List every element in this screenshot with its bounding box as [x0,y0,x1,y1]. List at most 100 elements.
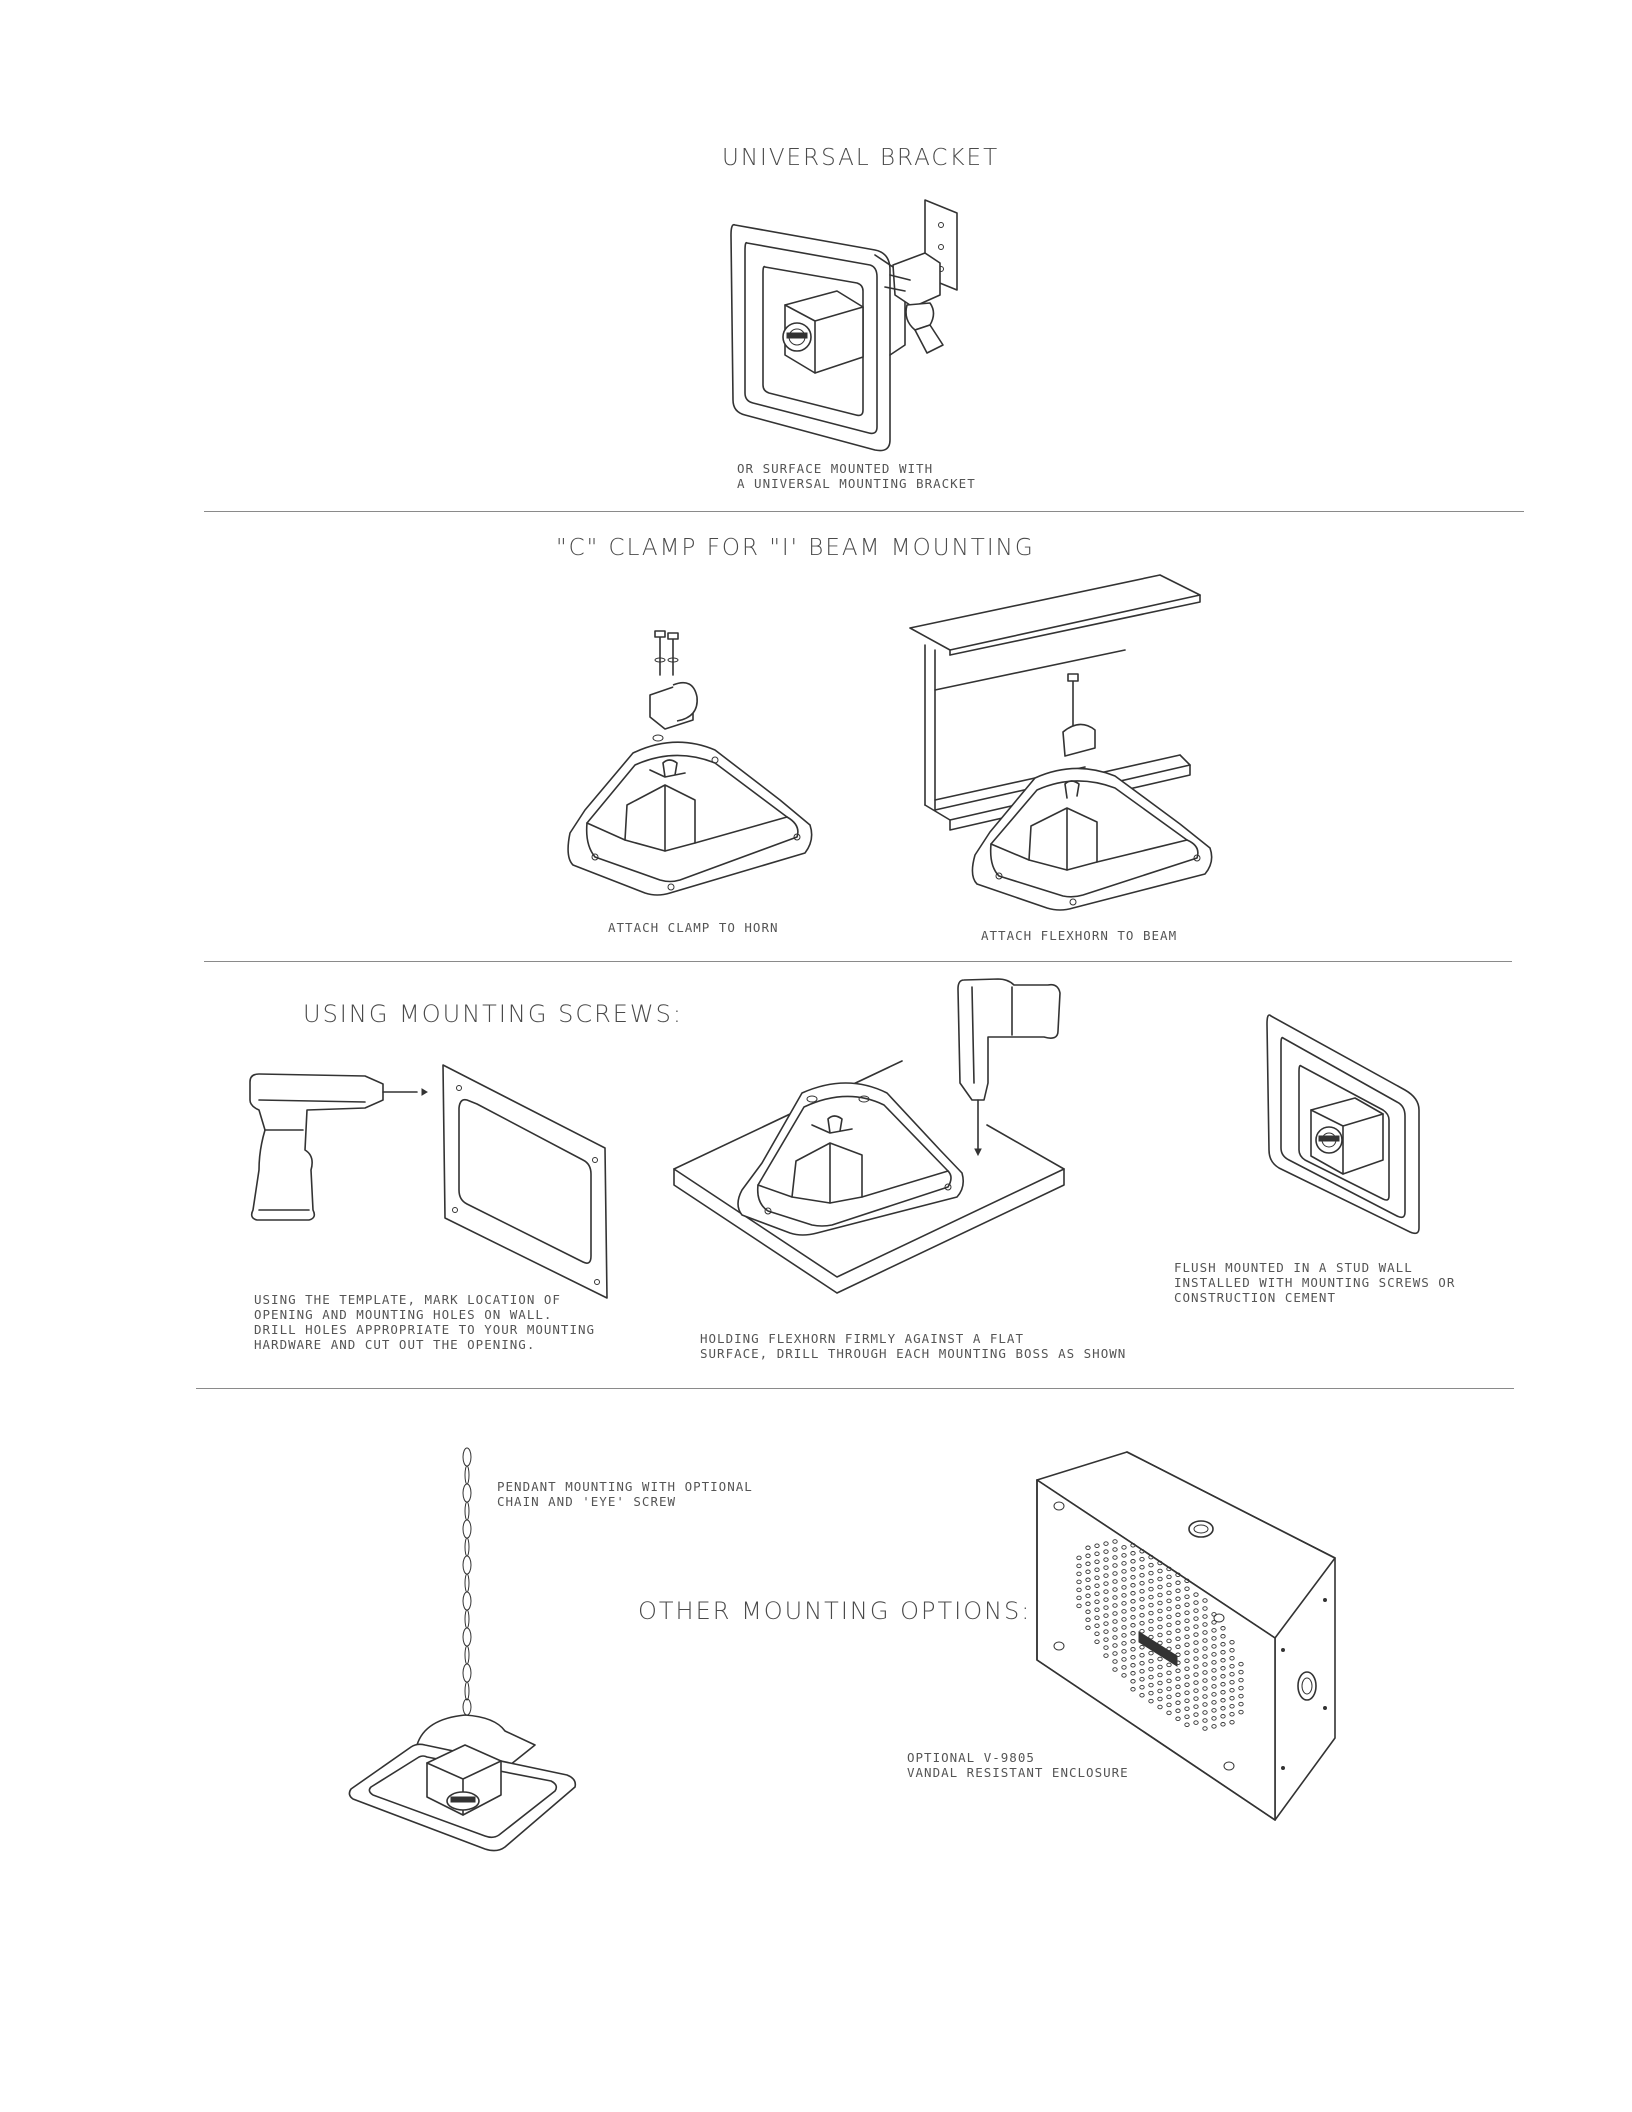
grille-hole [1211,1644,1217,1649]
grille-hole [1103,1541,1109,1546]
grille-hole [1220,1682,1226,1687]
grille-hole [1085,1593,1091,1599]
grille-hole [1166,1686,1172,1692]
grille-hole [1166,1574,1172,1580]
grille-hole [1211,1708,1217,1713]
grille-hole [1157,1704,1163,1710]
grille-hole [1130,1631,1136,1636]
grille-hole [1175,1684,1181,1690]
grille-hole [1130,1543,1136,1548]
universal-bracket-heading: UNIVERSAL BRACKET [722,145,1000,171]
grille-hole [1148,1690,1154,1696]
grille-hole [1121,1577,1127,1582]
grille-hole [1202,1694,1208,1699]
grille-hole [1184,1626,1190,1631]
grille-hole [1202,1646,1208,1651]
grille-hole [1148,1578,1154,1584]
grille-hole [1193,1616,1199,1621]
grille-hole [1220,1626,1226,1631]
grille-hole [1139,1660,1145,1666]
grille-hole [1220,1674,1226,1679]
grille-hole [1175,1620,1181,1626]
grille-hole [1121,1633,1127,1638]
grille-hole [1220,1658,1226,1663]
grille-hole [1193,1608,1199,1613]
grille-hole [1184,1666,1190,1671]
grille-hole [1103,1573,1109,1578]
mounting-screws-heading: USING MOUNTING SCREWS: [303,1000,683,1028]
grille-hole [1175,1628,1181,1634]
grille-hole [1085,1561,1091,1567]
drill-boss-caption: HOLDING FLEXHORN FIRMLY AGAINST A FLAT S… [700,1331,1127,1361]
grille-hole [1148,1610,1154,1616]
grille-hole [1139,1692,1145,1698]
grille-hole [1229,1719,1235,1725]
grille-hole [1103,1621,1109,1626]
attach-to-beam-illustration [909,574,1213,911]
grille-hole [1076,1595,1082,1601]
grille-hole [1103,1565,1109,1570]
grille-hole [1229,1711,1235,1717]
grille-hole [1175,1676,1181,1682]
grille-hole [1157,1608,1163,1614]
grille-hole [1166,1670,1172,1676]
grille-hole [1103,1581,1109,1586]
grille-hole [1121,1545,1127,1550]
grille-hole [1184,1610,1190,1615]
grille-hole [1211,1652,1217,1657]
grille-hole [1202,1662,1208,1667]
grille-hole [1202,1670,1208,1675]
grille-hole [1238,1685,1244,1691]
section-divider-3 [196,1388,1514,1389]
grille-hole [1085,1577,1091,1583]
grille-hole [1202,1678,1208,1683]
grille-hole [1175,1588,1181,1594]
grille-hole [1229,1639,1235,1645]
grille-hole [1211,1676,1217,1681]
grille-hole [1202,1630,1208,1635]
grille-hole [1202,1638,1208,1643]
grille-hole [1184,1586,1190,1591]
grille-hole [1157,1576,1163,1582]
grille-hole [1139,1652,1145,1658]
grille-hole [1238,1693,1244,1699]
grille-hole [1112,1627,1118,1632]
grille-hole [1148,1602,1154,1608]
grille-hole [1202,1614,1208,1619]
grille-hole [1085,1545,1091,1551]
grille-hole [1094,1623,1100,1628]
grille-hole [1175,1636,1181,1642]
grille-hole [1085,1625,1091,1631]
grille-hole [1130,1559,1136,1564]
grille-hole [1121,1609,1127,1614]
grille-hole [1112,1611,1118,1616]
grille-hole [1103,1629,1109,1634]
grille-hole [1157,1656,1163,1662]
grille-hole [1184,1602,1190,1607]
grille-hole [1229,1655,1235,1661]
grille-hole [1148,1618,1154,1624]
grille-hole [1121,1561,1127,1566]
grille-hole [1175,1716,1181,1722]
grille-hole [1175,1668,1181,1674]
grille-hole [1121,1553,1127,1558]
grille-hole [1112,1563,1118,1568]
grille-hole [1157,1560,1163,1566]
grille-hole [1184,1690,1190,1695]
grille-hole [1112,1635,1118,1640]
grille-hole [1121,1569,1127,1574]
grille-hole [1157,1680,1163,1686]
enclosure-caption: OPTIONAL V-9805 VANDAL RESISTANT ENCLOSU… [907,1750,1129,1780]
attach-clamp-illustration [567,630,813,896]
grille-hole [1094,1551,1100,1556]
flush-mount-caption: FLUSH MOUNTED IN A STUD WALL INSTALLED W… [1174,1260,1456,1305]
drill-boss-illustration [673,978,1065,1294]
grille-hole [1112,1651,1118,1656]
grille-hole [1085,1569,1091,1575]
grille-hole [1139,1604,1145,1610]
grille-hole [1193,1720,1199,1725]
grille-hole [1220,1698,1226,1703]
grille-hole [1175,1580,1181,1586]
grille-hole [1103,1645,1109,1650]
grille-hole [1175,1644,1181,1650]
